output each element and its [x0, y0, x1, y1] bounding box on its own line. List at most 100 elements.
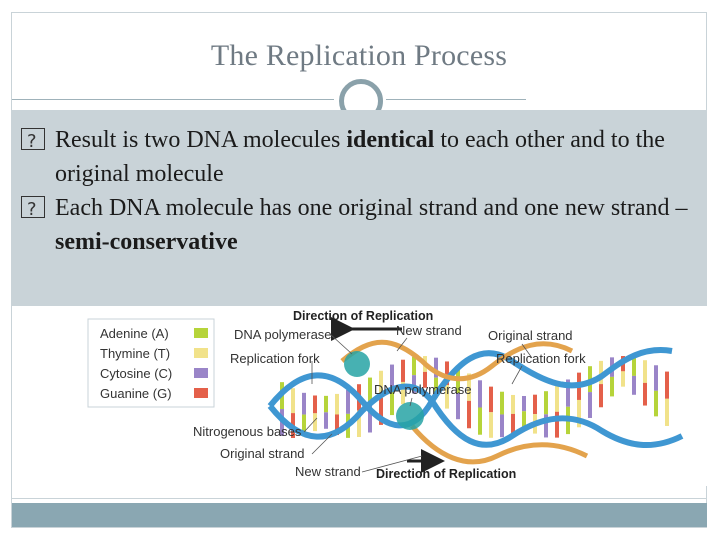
base-rung — [665, 371, 669, 399]
base-rung — [500, 414, 504, 438]
base-rung — [632, 356, 636, 376]
label-original-strand-left: Original strand — [220, 446, 305, 461]
title-divider-left — [12, 99, 334, 100]
base-rung — [313, 413, 317, 432]
base-rung — [368, 377, 372, 406]
base-rung — [445, 385, 449, 409]
content-panel — [12, 110, 707, 306]
base-rung — [434, 357, 438, 378]
legend-label-guanine: Guanine (G) — [100, 386, 172, 401]
base-rung — [335, 414, 339, 436]
label-original-strand-right: Original strand — [488, 328, 573, 343]
base-rung — [423, 371, 427, 388]
legend-label-thymine: Thymine (T) — [100, 346, 170, 361]
base-rung — [500, 391, 504, 415]
base-rung — [412, 356, 416, 376]
base-rung — [555, 385, 559, 412]
dna-polymerase-top-icon — [344, 351, 370, 377]
bullet-1-text: Result is two DNA molecules — [55, 127, 347, 153]
base-rung — [599, 360, 603, 385]
label-dna-polymerase-top: DNA polymerase — [234, 327, 332, 342]
legend-swatch-cytosine — [194, 368, 208, 378]
base-rung — [412, 375, 416, 394]
label-nitrogenous-bases: Nitrogenous bases — [193, 424, 302, 439]
base-rung — [434, 377, 438, 398]
base-rung — [456, 393, 460, 420]
direction-label-top: Direction of Replication — [293, 309, 433, 323]
base-rung — [401, 381, 405, 405]
direction-label-bottom: Direction of Replication — [376, 467, 516, 481]
base-rung — [445, 361, 449, 386]
legend-label-adenine: Adenine (A) — [100, 326, 169, 341]
original-strand-lower — [429, 399, 684, 449]
base-rung — [467, 400, 471, 429]
base-rung — [368, 405, 372, 433]
base-rung — [654, 365, 658, 391]
bullet-marker-icon — [21, 193, 45, 227]
base-rung — [346, 389, 350, 414]
bullet-1-tail: to each other and to the original molecu… — [55, 127, 665, 187]
base-rung — [379, 370, 383, 398]
base-rung — [654, 390, 658, 417]
legend-label-cytosine: Cytosine (C) — [100, 366, 172, 381]
original-strand-bottom-left — [267, 383, 435, 440]
dna-replication-figure: Adenine (A) Thymine (T) Cytosine (C) Gua… — [12, 306, 707, 486]
base-rung — [511, 413, 515, 433]
base-rung — [324, 412, 328, 429]
base-rung — [643, 360, 647, 383]
base-rung — [379, 397, 383, 425]
bullet-marker-icon — [21, 125, 45, 159]
base-rung — [324, 395, 328, 413]
bullet-2-bold: semi-conservative — [55, 229, 238, 255]
base-rung — [313, 395, 317, 414]
leader-lines — [303, 333, 533, 473]
bullet-1-bold: identical — [346, 127, 435, 153]
base-rung — [489, 412, 493, 438]
bullet-item-2: Each DNA molecule has one original stran… — [21, 191, 701, 259]
legend-swatch-guanine — [194, 388, 208, 398]
base-rung — [511, 394, 515, 414]
base-rung — [610, 376, 614, 397]
label-dna-polymerase-mid: DNA polymerase — [374, 382, 472, 397]
base-rung — [544, 414, 548, 438]
base-rung — [665, 398, 669, 426]
dna-polymerase-mid-icon — [396, 402, 424, 430]
dna-replication-diagram: Adenine (A) Thymine (T) Cytosine (C) Gua… — [87, 309, 684, 481]
bullet-item-1: Result is two DNA molecules identical to… — [21, 123, 701, 191]
base-rung — [357, 410, 361, 438]
original-strand-top — [267, 347, 673, 429]
base-rung — [643, 382, 647, 406]
base-rung — [291, 388, 295, 414]
base-rung — [588, 392, 592, 418]
legend-box — [87, 318, 215, 408]
legend-swatch-adenine — [194, 328, 208, 338]
new-strand-bottom — [410, 424, 589, 465]
label-new-strand-top: New strand — [396, 323, 462, 338]
bullet-list: Result is two DNA molecules identical to… — [21, 123, 701, 259]
base-rung — [522, 411, 526, 427]
base-rung — [599, 384, 603, 408]
label-new-strand-bottom: New strand — [295, 464, 361, 479]
base-rung — [489, 386, 493, 413]
base-rung — [632, 375, 636, 395]
base-rung — [577, 399, 581, 428]
base-legend: Adenine (A) Thymine (T) Cytosine (C) Gua… — [87, 318, 215, 408]
base-rung — [390, 364, 394, 390]
base-rung — [621, 371, 625, 387]
base-rung — [566, 379, 570, 407]
base-rung — [467, 373, 471, 401]
footer-band — [12, 503, 707, 527]
footer-divider — [12, 498, 707, 499]
base-rung — [478, 380, 482, 408]
title-divider-right — [386, 99, 526, 100]
base-rung — [302, 392, 306, 415]
base-rung — [390, 389, 394, 416]
bullet-2-text: Each DNA molecule has one original stran… — [55, 195, 688, 221]
base-rung — [544, 391, 548, 415]
label-replication-fork-right: Replication fork — [496, 351, 586, 366]
new-strand-top — [340, 339, 574, 382]
base-rung — [302, 414, 306, 437]
base-rung — [335, 393, 339, 415]
label-replication-fork-left: Replication fork — [230, 351, 320, 366]
base-rung — [555, 411, 559, 438]
